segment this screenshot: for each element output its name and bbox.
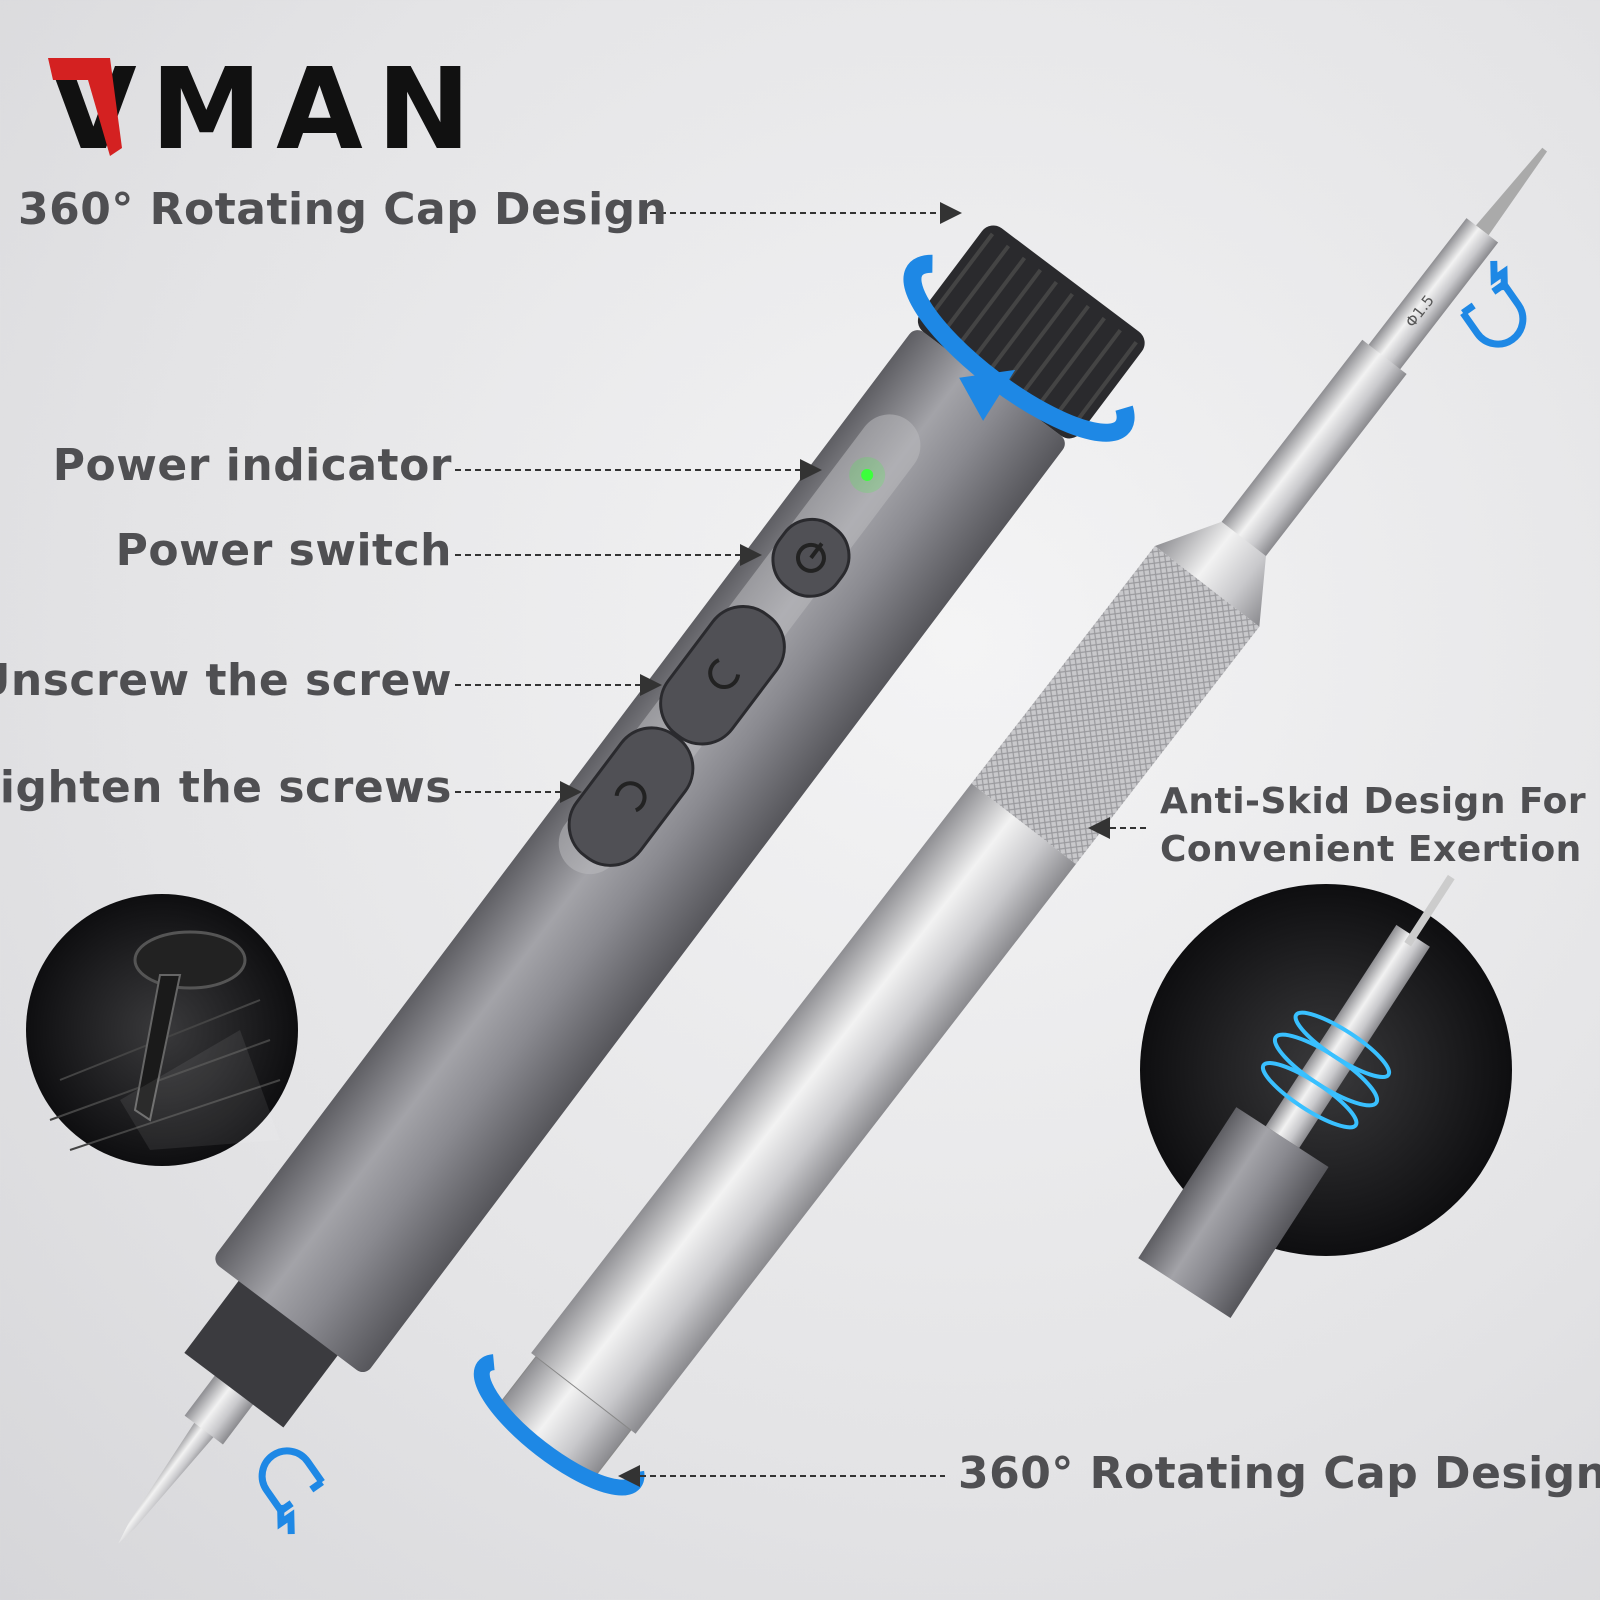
label-anti-skid-line2: Convenient Exertion: [1160, 829, 1582, 870]
brand-mark: [48, 58, 122, 156]
electric-screwdriver: [118, 225, 1145, 1544]
rotate-ccw-icon: [708, 658, 741, 689]
magnetic-bit-detail-circle: [1138, 874, 1512, 1319]
led-light-detail-circle: [26, 894, 298, 1166]
magnet-icon: [1460, 260, 1527, 348]
unscrew-button[interactable]: [645, 591, 799, 759]
tighten-button[interactable]: [554, 713, 708, 881]
label-unscrew: Unscrew the screw: [0, 655, 452, 706]
power-indicator-led: [861, 468, 874, 481]
power-switch-button[interactable]: [759, 506, 862, 610]
rotating-cap: [917, 225, 1145, 439]
leader-arrowheads: [560, 202, 1110, 1487]
label-anti-skid-line1: Anti-Skid Design For: [1160, 781, 1587, 822]
rotate-cw-icon: [614, 781, 647, 813]
label-rotating-cap-bottom: 360° Rotating Cap Design: [958, 1448, 1600, 1499]
manual-screwdriver: Φ1.5: [473, 147, 1548, 1496]
label-rotating-cap-top: 360° Rotating Cap Design: [18, 184, 668, 235]
leader-lines: [455, 212, 1150, 1477]
label-tighten: Tighten the screws: [0, 762, 452, 813]
label-power-indicator: Power indicator: [52, 440, 452, 491]
label-power-switch: Power switch: [115, 525, 452, 576]
label-anti-skid: Anti-Skid Design For Convenient Exertion: [1160, 778, 1586, 874]
vman-logo: VMAN: [48, 50, 471, 160]
magnet-icon: [258, 1447, 325, 1535]
rotate-arrow-icon: [473, 1354, 645, 1496]
